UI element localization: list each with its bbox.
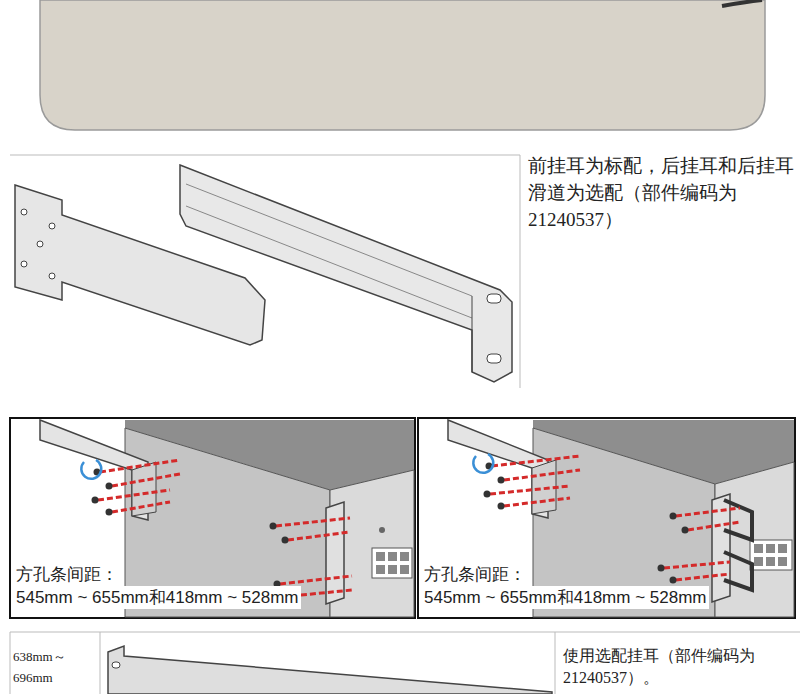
panel-frame — [10, 418, 415, 618]
screw-guide — [100, 460, 180, 472]
device-panel — [722, 0, 762, 6]
optional-ear — [108, 646, 552, 694]
screw-guide — [676, 574, 730, 580]
panel-frame — [10, 418, 795, 618]
screw — [106, 509, 113, 516]
screw-guide — [276, 518, 350, 526]
screw — [498, 477, 505, 484]
front-ear — [37, 241, 43, 247]
screw-guide — [98, 460, 352, 596]
screw — [282, 537, 289, 544]
rotate-arrow — [473, 454, 493, 473]
rear-ear-rail — [180, 165, 512, 382]
chassis — [376, 565, 385, 574]
screw — [498, 503, 505, 510]
table-line — [10, 155, 520, 388]
screw — [92, 469, 293, 600]
screw — [682, 527, 689, 534]
front-ear — [532, 460, 556, 514]
chassis — [766, 544, 775, 553]
table-line — [10, 632, 800, 633]
screw — [484, 491, 491, 498]
chassis — [766, 557, 775, 566]
spacing-value: 545mm ~ 655mm和418mm ~ 528mm — [422, 586, 709, 609]
screw-guide — [292, 590, 352, 596]
screw — [670, 577, 677, 584]
spacing-label: 方孔条间距： — [14, 563, 120, 586]
handle — [724, 500, 752, 540]
rear-ear-rail — [180, 165, 512, 382]
front-ear — [40, 420, 156, 520]
screw-guide — [504, 498, 570, 506]
chassis — [778, 557, 787, 566]
screw — [106, 483, 113, 490]
front-ear — [49, 223, 55, 229]
chassis — [379, 527, 385, 533]
table-line — [555, 632, 556, 694]
screw-guide — [504, 470, 580, 480]
screw — [670, 513, 677, 520]
table-line — [100, 632, 101, 694]
rear-ear — [326, 502, 344, 604]
spacing-value: 545mm ~ 655mm和418mm ~ 528mm — [14, 586, 301, 609]
screw-guide — [664, 562, 730, 568]
screw — [658, 565, 665, 572]
device-panel — [40, 0, 765, 130]
screw-guide — [676, 508, 740, 516]
chassis — [376, 552, 385, 561]
panel-frame — [418, 418, 795, 618]
chassis — [388, 565, 397, 574]
rear-ear-rail — [186, 206, 472, 318]
table-line — [10, 632, 11, 694]
rear-ear-rail — [487, 354, 501, 363]
screw-guide — [492, 456, 580, 466]
rear-ear-rail — [186, 184, 472, 296]
front-ear — [49, 273, 55, 279]
screw-guide — [112, 502, 170, 512]
table-line — [10, 155, 520, 156]
table-line — [520, 155, 521, 388]
screw — [270, 523, 277, 530]
handle — [724, 500, 752, 590]
front-ear — [448, 420, 556, 518]
screw-guide — [490, 456, 740, 580]
handle — [724, 552, 752, 590]
screw-guide — [112, 474, 180, 486]
screw-guide — [280, 576, 352, 584]
optional-ear — [112, 662, 120, 668]
chassis — [750, 540, 792, 570]
optional-ear — [108, 646, 552, 694]
table-line — [10, 632, 800, 694]
rotate-arrow — [81, 460, 101, 479]
screw-guide — [288, 532, 350, 540]
rear-ear-rail — [487, 294, 501, 303]
chassis — [372, 548, 412, 578]
note-cell: 使用选配挂耳（部件编码为21240537）。 — [563, 645, 775, 689]
rotate-arrow — [81, 460, 101, 479]
screw-guide — [490, 486, 570, 494]
rear-ear-rail — [472, 296, 473, 372]
spacing-label: 方孔条间距： — [422, 563, 528, 586]
chassis — [400, 565, 409, 574]
screw-guide — [98, 490, 170, 500]
chassis — [400, 552, 409, 561]
screw — [92, 497, 99, 504]
rotate-arrow — [473, 454, 493, 473]
note-text: 前挂耳为标配，后挂耳和后挂耳滑道为选配（部件编码为21240537） — [528, 152, 794, 233]
device-panel — [40, 0, 765, 130]
chassis — [754, 544, 763, 553]
front-ear — [21, 209, 27, 215]
rear-ear — [326, 502, 344, 604]
front-ear — [21, 261, 27, 267]
chassis — [778, 544, 787, 553]
range-cell: 638mm～696mm — [13, 646, 77, 688]
chassis — [388, 552, 397, 561]
screw-guide — [688, 522, 740, 530]
chassis — [754, 557, 763, 566]
